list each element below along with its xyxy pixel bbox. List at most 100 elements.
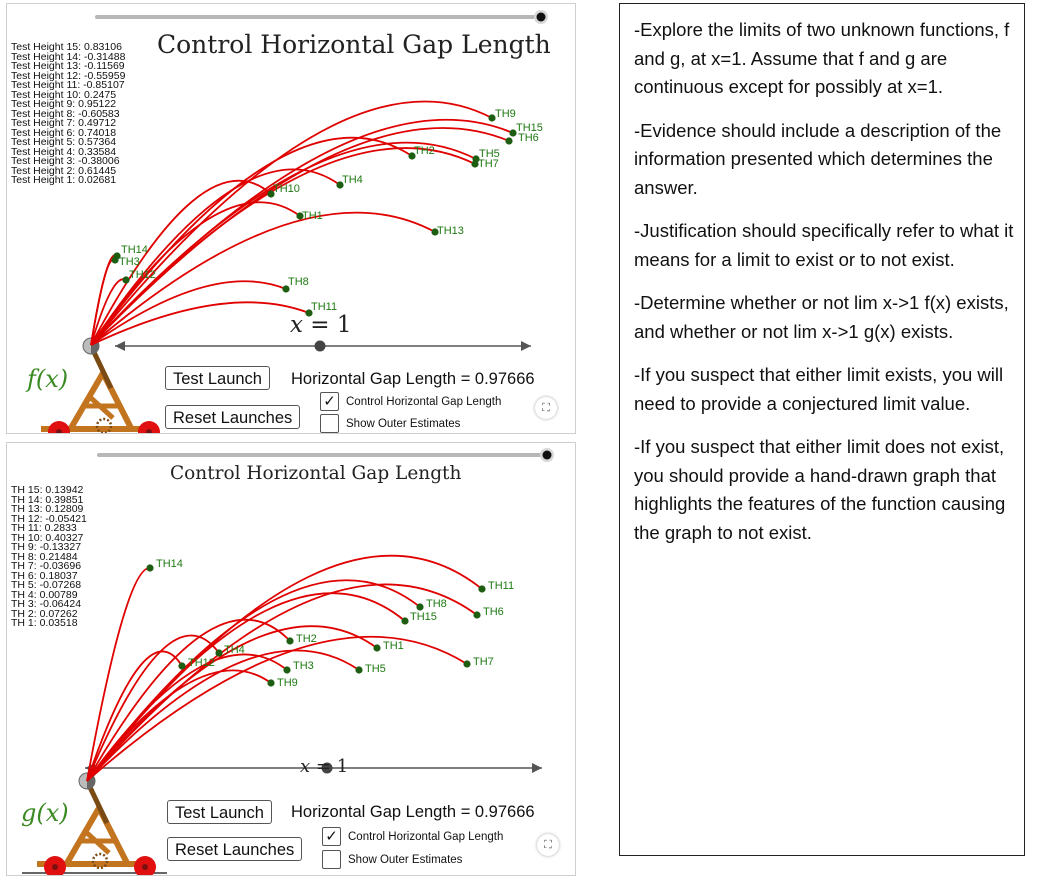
landing-point	[283, 666, 291, 674]
wheel-icon	[138, 421, 160, 433]
function-label: f(x)	[27, 365, 69, 393]
landing-point-label: TH8	[288, 276, 309, 288]
trajectory-curve	[90, 100, 493, 346]
test-height-item: TH 15: 0.13942	[11, 484, 84, 496]
wheel-hub	[146, 429, 152, 433]
trajectory-curve	[90, 211, 436, 346]
landing-point	[431, 228, 439, 236]
control-gap-checkbox[interactable]: ✓ Control Horizontal Gap Length	[320, 392, 501, 411]
trajectory-curve	[86, 567, 151, 782]
test-height-item: TH 1: 0.03518	[11, 617, 78, 629]
landing-point-label: TH9	[277, 677, 298, 689]
instruction-paragraph: -If you suspect that either limit exists…	[634, 364, 1004, 414]
catapult-arm	[85, 781, 110, 825]
landing-point-label: TH6	[518, 132, 539, 144]
test-height-item: TH 5: -0.07268	[11, 579, 82, 591]
arrow-right-icon	[532, 763, 542, 773]
applet-title: Control Horizontal Gap Length	[157, 30, 551, 59]
test-height-item: Test Height 2: 0.61445	[11, 164, 117, 177]
instruction-paragraph: -Evidence should include a description o…	[634, 119, 1002, 198]
wheel-hub	[52, 864, 58, 870]
landing-point-label: TH7	[473, 656, 494, 668]
gear-icon	[91, 852, 109, 870]
catapult-strut	[68, 371, 106, 430]
test-height-item: Test Height 6: 0.74018	[11, 126, 117, 139]
landing-point-label: TH13	[437, 225, 464, 237]
trajectory-curve	[86, 618, 291, 782]
landing-point-label: TH3	[293, 660, 314, 672]
trajectory-curve	[86, 583, 478, 782]
test-height-item: TH 4: 0.00789	[11, 588, 78, 601]
catapult-strut	[64, 806, 102, 865]
checkbox-label: Control Horizontal Gap Length	[348, 830, 504, 843]
landing-point	[473, 611, 481, 619]
landing-point	[215, 649, 223, 657]
x-equals-label: x = 1	[290, 312, 352, 338]
trajectory-curve	[86, 592, 406, 782]
applet-title: Control Horizontal Gap Length	[170, 463, 462, 484]
arrow-left-icon	[115, 341, 125, 351]
test-launch-button[interactable]: Test Launch	[165, 366, 270, 390]
test-height-item: Test Height 10: 0.2475	[11, 88, 117, 101]
landing-point-label: TH2	[414, 145, 435, 157]
landing-point	[355, 666, 363, 674]
landing-point-label: TH1	[383, 640, 404, 652]
landing-point-label: TH10	[273, 183, 300, 195]
zoom-slider-knob[interactable]	[542, 450, 552, 460]
landing-point-label: TH4	[342, 174, 363, 186]
landing-point-label: TH11	[311, 301, 337, 313]
wheel-hub	[56, 429, 62, 433]
landing-point	[488, 114, 496, 122]
landing-point	[416, 603, 424, 611]
outer-estimates-checkbox[interactable]: Show Outer Estimates	[322, 850, 462, 869]
landing-point-label: TH12	[188, 657, 215, 669]
checkbox-label: Control Horizontal Gap Length	[346, 395, 502, 408]
trajectory-curve	[86, 649, 360, 782]
landing-point-label: TH11	[488, 580, 514, 592]
test-height-item: Test Height 15: 0.83106	[11, 41, 122, 53]
wheel-icon	[48, 421, 70, 433]
landing-point	[122, 276, 130, 284]
landing-point-label: TH8	[426, 598, 447, 610]
gap-slider-knob[interactable]	[321, 762, 333, 774]
test-launch-button[interactable]: Test Launch	[167, 800, 272, 824]
reset-launches-button[interactable]: Reset Launches	[167, 837, 303, 861]
catapult-crossbar	[89, 396, 115, 420]
outer-estimates-checkbox[interactable]: Show Outer Estimates	[320, 414, 460, 433]
zoom-slider-knob[interactable]	[536, 12, 546, 22]
gap-length-readout: Horizontal Gap Length = 0.97666	[291, 803, 535, 821]
landing-point-label: TH14	[121, 244, 148, 256]
fullscreen-icon[interactable]: ⛶	[535, 397, 557, 419]
trajectory-curve	[86, 635, 468, 782]
landing-point	[336, 181, 344, 189]
test-height-item: TH 10: 0.40327	[11, 531, 84, 544]
control-gap-checkbox[interactable]: ✓ Control Horizontal Gap Length	[322, 827, 503, 846]
landing-point-label: TH15	[410, 611, 437, 623]
gap-slider-knob[interactable]	[314, 340, 326, 352]
test-height-item: Test Height 11: -0.85107	[11, 79, 125, 91]
fullscreen-icon[interactable]: ⛶	[537, 834, 559, 856]
landing-point	[267, 679, 275, 687]
reset-launches-button[interactable]: Reset Launches	[165, 405, 301, 429]
landing-point	[178, 662, 186, 670]
trajectory-curve	[90, 141, 477, 346]
checkbox-empty	[322, 850, 341, 869]
test-height-item: TH 14: 0.39851	[11, 493, 84, 506]
test-height-item: TH 8: 0.21484	[11, 550, 78, 563]
test-height-item: Test Height 1: 0.02681	[11, 174, 117, 186]
landing-point-label: TH15	[516, 122, 543, 134]
test-height-item: Test Height 7: 0.49712	[11, 117, 117, 129]
landing-point	[296, 212, 304, 220]
landing-point	[305, 309, 313, 317]
trajectory-curve	[86, 650, 183, 782]
test-height-item: Test Height 8: -0.60583	[11, 107, 120, 120]
trajectory-curve	[86, 669, 272, 782]
landing-point-label: TH6	[483, 606, 504, 618]
test-height-item: Test Height 3: -0.38006	[11, 155, 120, 167]
landing-point	[509, 129, 517, 137]
checkbox-label: Show Outer Estimates	[346, 417, 461, 430]
